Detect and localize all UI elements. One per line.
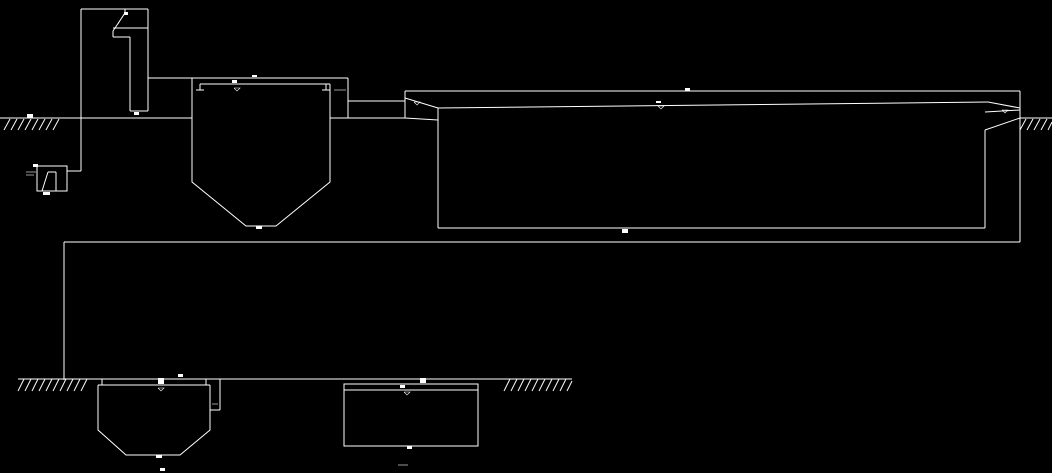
lower-right-tank: [343, 378, 479, 466]
ground-hatch-left: [3, 118, 60, 131]
riser-tower: [81, 8, 192, 115]
lower-left-tank: [97, 374, 221, 471]
ground-hatch-lower-right: [503, 378, 573, 392]
intake-well: [26, 9, 82, 195]
ground-hatch-lower-left: [17, 378, 88, 392]
long-tank: [404, 88, 1021, 233]
ground-marker: [27, 114, 33, 118]
ground-hatch-right: [1019, 118, 1052, 131]
transfer-channel: [348, 100, 405, 119]
return-pipe: [63, 118, 1021, 380]
clarifier-tank: [191, 75, 349, 229]
